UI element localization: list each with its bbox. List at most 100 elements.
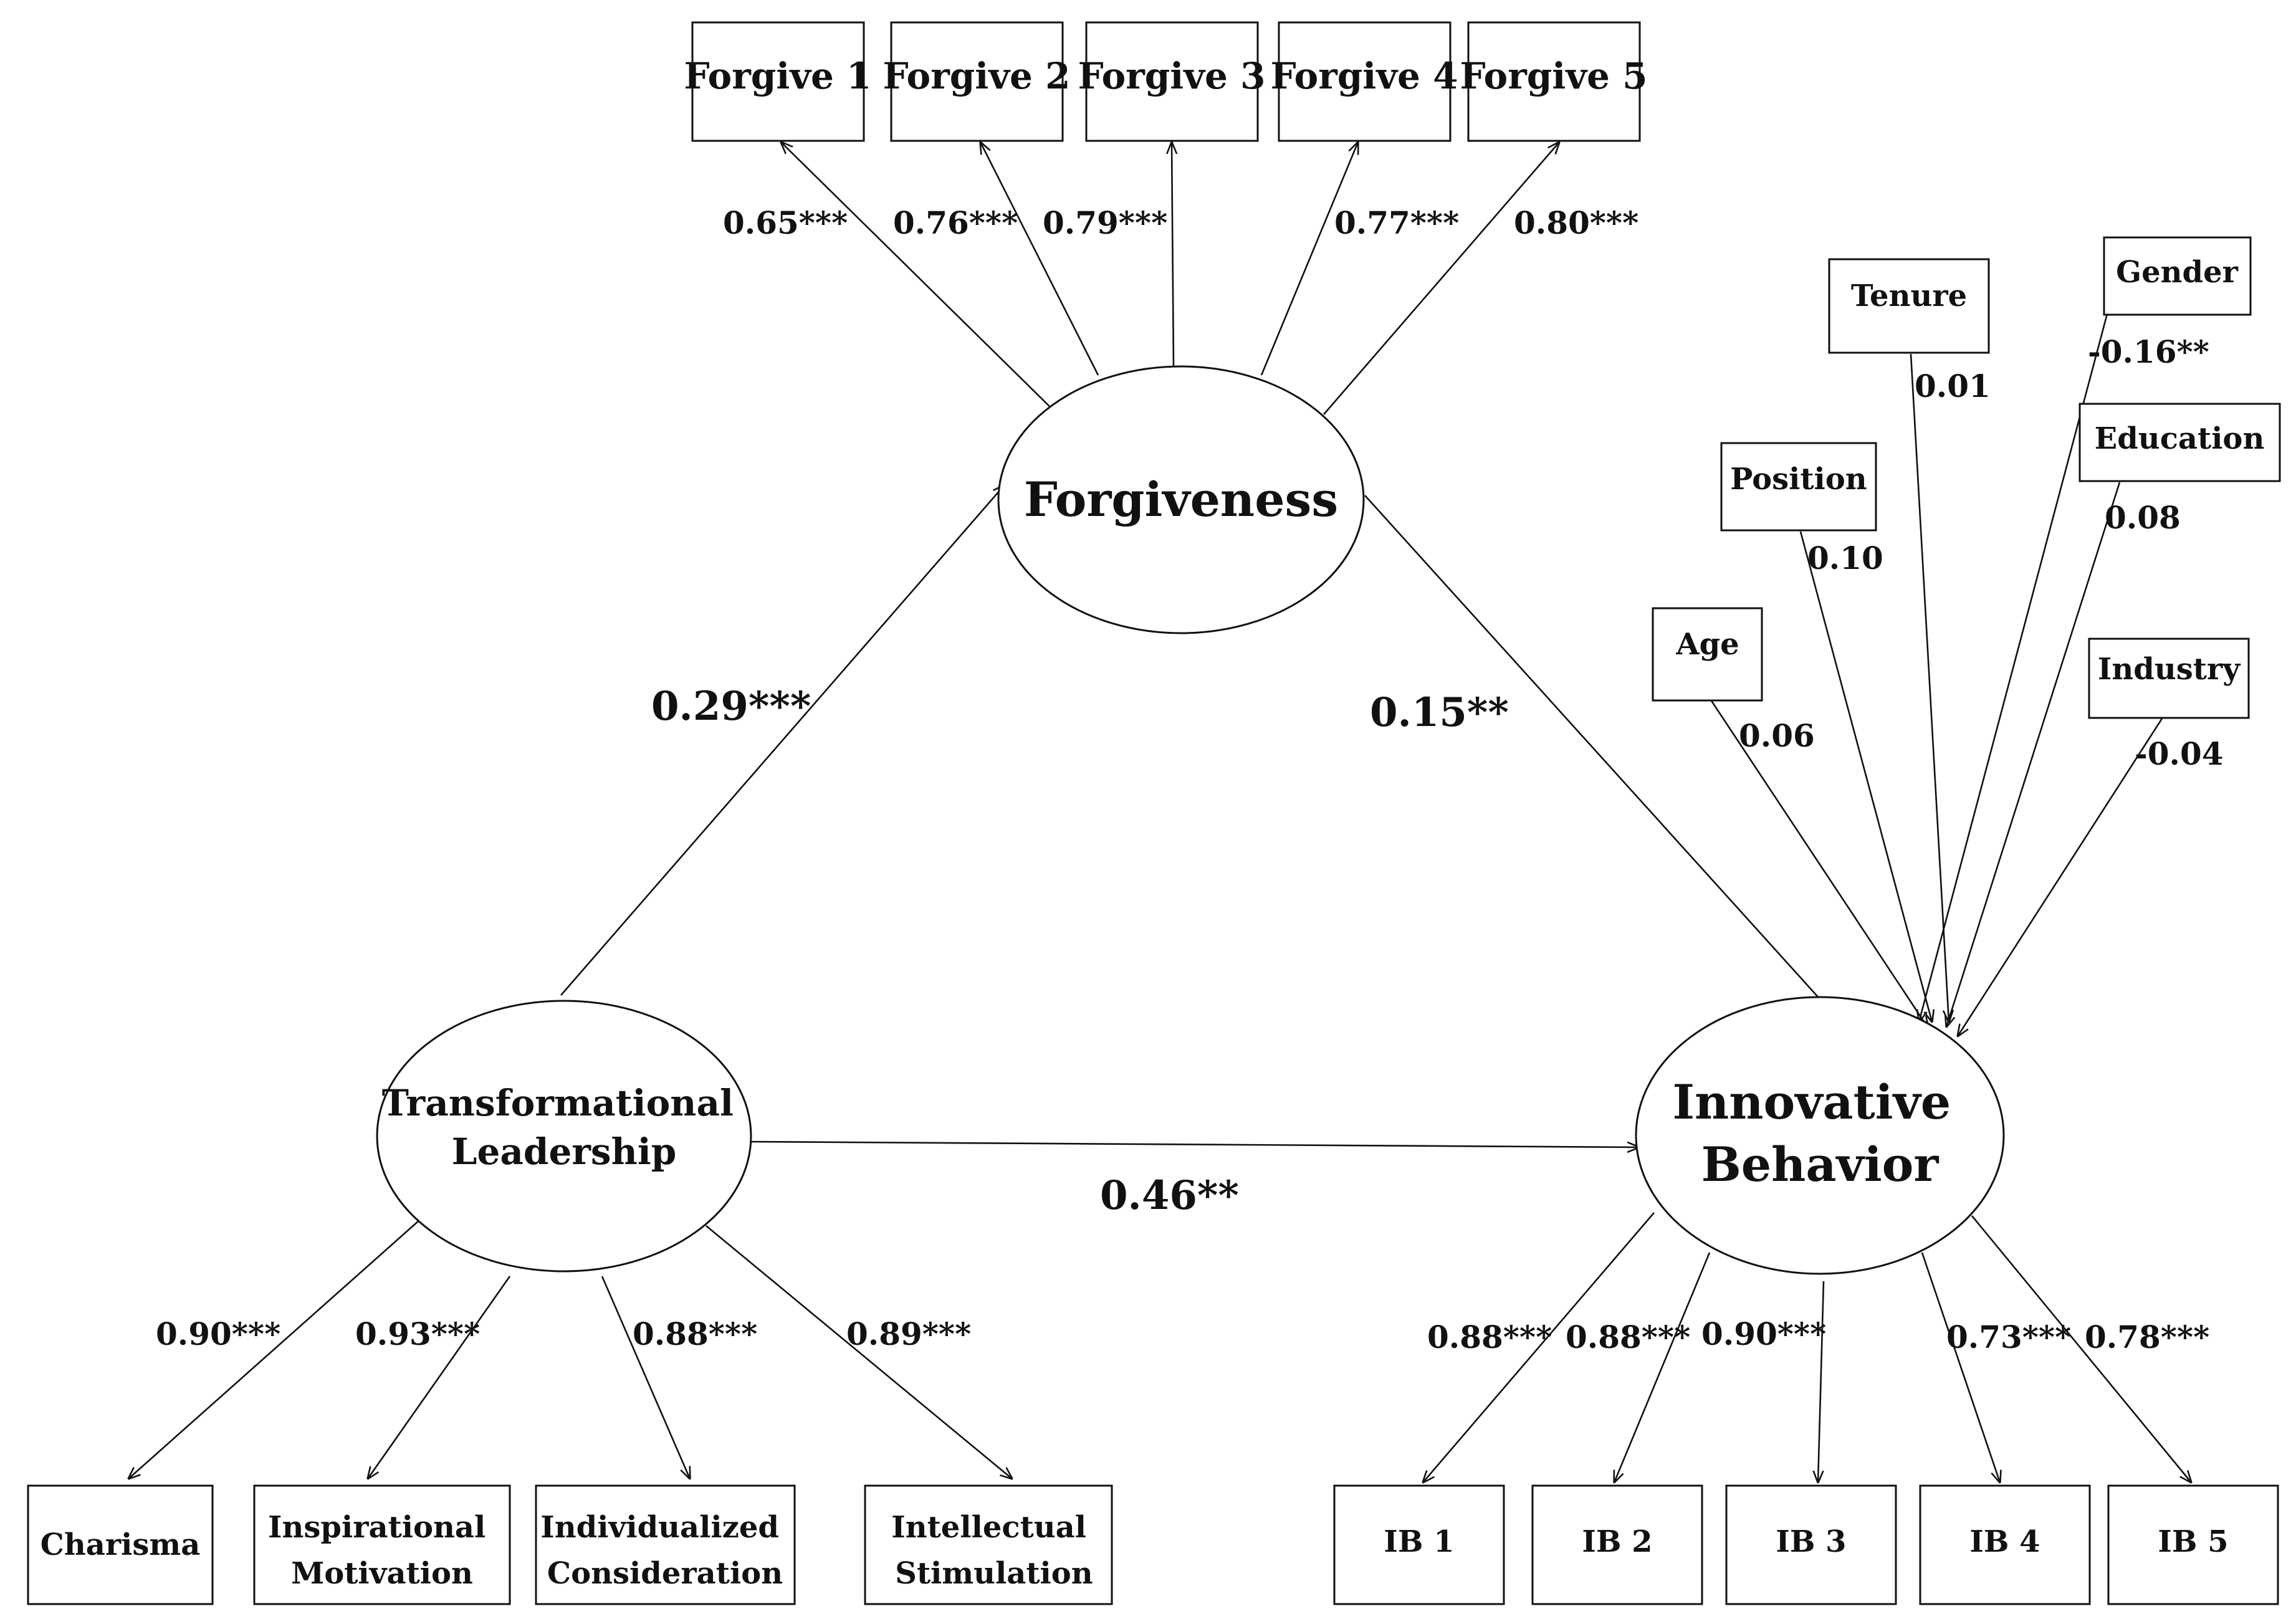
ib-label-line-1: Innovative [1672, 1074, 1951, 1130]
edge-industry-ib [1958, 718, 2163, 1036]
transformational-leadership-ellipse [376, 1000, 752, 1273]
ib-1-box [1333, 1484, 1505, 1605]
coef-forgiveness-ib: 0.15** [1370, 689, 1509, 736]
edge-tl-intellectual [706, 1225, 1012, 1479]
edge-forgiveness-forgive3 [1172, 142, 1174, 367]
edge-age-ib [1710, 699, 1928, 1028]
innovative-behavior-label: Innovative Behavior [1672, 1074, 1967, 1192]
coef-tenure: 0.01 [1915, 368, 1991, 404]
loading-ib-3: 0.90*** [1701, 1316, 1826, 1352]
forgive-4-box [1278, 21, 1452, 142]
coef-industry: -0.04 [2135, 735, 2224, 772]
intellectual-stimulation-label: Intellectual Stimulation [891, 1510, 1096, 1591]
forgive-3-box [1085, 21, 1259, 142]
forgive-5-box [1467, 21, 1641, 142]
edge-tl-forgiveness [560, 485, 1005, 996]
tenure-label: Tenure [1851, 279, 1967, 313]
forgiveness-label: Forgiveness [1024, 472, 1338, 527]
position-label: Position [1730, 462, 1867, 497]
forgiveness-loadings: 0.65*** 0.76*** 0.79*** 0.77*** 0.80*** [723, 204, 1638, 241]
ib-loadings: 0.88*** 0.88*** 0.90*** 0.73*** 0.78*** [1427, 1316, 2209, 1355]
inspirational-line-2: Motivation [291, 1556, 473, 1591]
edge-forgiveness-ib [1364, 495, 1831, 1011]
ib-4-label: IB 4 [1969, 1524, 2040, 1559]
intellectual-line-2: Stimulation [895, 1556, 1093, 1591]
loading-forgive-1: 0.65*** [723, 204, 848, 241]
control-variables: Tenure Gender Position Education Age Ind… [1652, 236, 2281, 719]
loading-inspirational: 0.93*** [355, 1316, 480, 1352]
edge-position-ib [1799, 531, 1932, 1022]
loading-ib-2: 0.88*** [1566, 1319, 1690, 1355]
edge-tenure-ib [1910, 353, 1949, 1022]
edge-forgiveness-forgive4 [1260, 142, 1358, 376]
edge-tl-inspirational [368, 1276, 511, 1479]
coef-tl-forgiveness: 0.29*** [651, 683, 811, 730]
ib-5-box [2107, 1484, 2279, 1605]
forgive-3-label: Forgive 3 [1078, 55, 1266, 97]
control-coefficients: 0.01 -0.16** 0.10 0.08 0.06 -0.04 [1739, 333, 2224, 772]
latent-transformational-leadership: Transformational Leadership [376, 1000, 752, 1273]
loading-forgive-4: 0.77*** [1334, 204, 1459, 241]
position-box [1720, 442, 1877, 532]
forgive-2-label: Forgive 2 [883, 55, 1071, 97]
edge-tl-individualized [601, 1276, 690, 1479]
edge-ib-ib3 [1818, 1281, 1825, 1483]
edge-ib-ib4 [1921, 1252, 2000, 1483]
tl-label-line-2: Leadership [452, 1130, 677, 1173]
loading-intellectual: 0.89*** [846, 1316, 971, 1352]
coef-tl-ib: 0.46** [1100, 1172, 1239, 1219]
forgiveness-indicators: Forgive 1 Forgive 2 Forgive 3 Forgive 4 … [684, 21, 1648, 142]
loading-forgive-2: 0.76*** [893, 204, 1018, 241]
loading-forgive-5: 0.80*** [1514, 204, 1638, 241]
ib-3-box [1725, 1484, 1897, 1605]
ib-label-line-2: Behavior [1701, 1137, 1940, 1192]
charisma-label: Charisma [41, 1527, 201, 1562]
forgiveness-ellipse [997, 365, 1365, 634]
edge-ib-ib1 [1423, 1212, 1655, 1483]
individualized-consideration-box [535, 1484, 796, 1605]
edge-ib-ib2 [1614, 1252, 1711, 1483]
ib-2-box [1531, 1484, 1703, 1605]
individualized-consideration-label: Individualized Consideration [540, 1510, 789, 1591]
loading-charisma: 0.90*** [156, 1316, 280, 1352]
gender-box [2103, 236, 2252, 316]
innovative-behavior-ellipse [1635, 996, 2005, 1275]
ib-1-label: IB 1 [1384, 1524, 1454, 1559]
forgive-4-label: Forgive 4 [1271, 55, 1458, 97]
inspirational-motivation-label: Inspirational Motivation [268, 1510, 496, 1591]
edge-education-ib [1946, 482, 2121, 1027]
forgive-2-box [890, 21, 1064, 142]
tl-indicators: Charisma Inspirational Motivation Indivi… [27, 1484, 1113, 1605]
edge-ib-ib5 [1971, 1215, 2191, 1483]
individualized-line-1: Individualized [540, 1510, 779, 1545]
education-label: Education [2095, 421, 2265, 456]
ib-indicators: IB 1 IB 2 IB 3 IB 4 IB 5 [1333, 1484, 2279, 1605]
loading-forgive-3: 0.79*** [1043, 204, 1167, 241]
edge-forgiveness-forgive2 [980, 142, 1099, 376]
industry-label: Industry [2098, 652, 2241, 687]
edge-tl-ib [745, 1140, 1639, 1147]
loading-ib-4: 0.73*** [1946, 1319, 2071, 1355]
loading-ib-5: 0.78*** [2085, 1319, 2209, 1355]
industry-box [2088, 638, 2250, 719]
loading-ib-1: 0.88*** [1427, 1319, 1552, 1355]
coef-gender: -0.16** [2088, 333, 2209, 370]
coef-position: 0.10 [1807, 540, 1883, 576]
intellectual-stimulation-box [864, 1484, 1113, 1605]
coef-age: 0.06 [1739, 717, 1815, 754]
edge-gender-ib [1919, 271, 2120, 1022]
forgive-1-label: Forgive 1 [684, 55, 872, 97]
path-coefficients: 0.29*** 0.15** 0.46** [651, 683, 1509, 1219]
education-box [2078, 403, 2281, 482]
forgive-5-label: Forgive 5 [1460, 55, 1648, 97]
ib-2-label: IB 2 [1582, 1524, 1652, 1559]
edge-forgiveness-forgive5 [1323, 142, 1559, 415]
charisma-box [27, 1484, 214, 1605]
ib-4-box [1919, 1484, 2091, 1605]
edge-tl-charisma [128, 1220, 420, 1479]
edge-forgiveness-forgive1 [781, 142, 1054, 411]
forgive-1-box [691, 21, 865, 142]
latent-forgiveness: Forgiveness [997, 365, 1365, 634]
inspirational-motivation-box [253, 1484, 511, 1605]
transformational-leadership-label: Transformational Leadership [382, 1082, 747, 1173]
